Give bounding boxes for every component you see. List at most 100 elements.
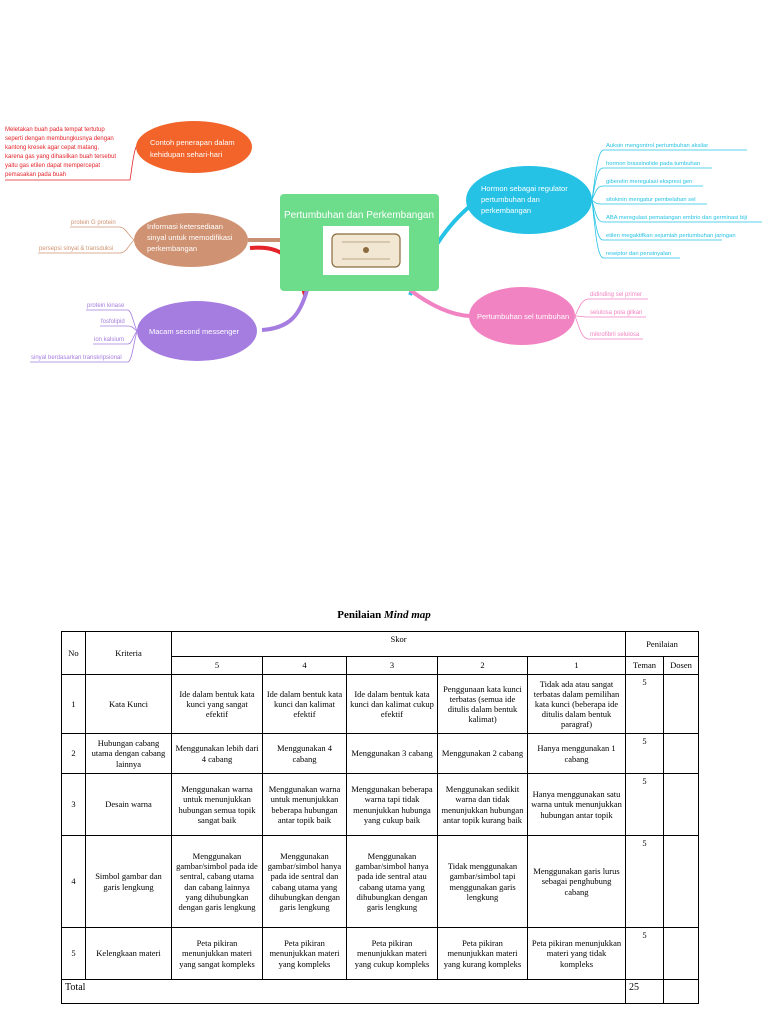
row-cell: Ide dalam bentuk kata kunci yang sangat … — [171, 674, 263, 734]
branch-sel-label: Pertumbuhan sel tumbuhan — [477, 312, 569, 321]
row-cell: Menggunakan warna untuk menunjukkan hubu… — [171, 773, 263, 836]
row-cell: Peta pikiran menunjukkan materi yang kur… — [437, 927, 528, 980]
row-cell: Menggunakan sedikit warna dan tidak menu… — [437, 773, 528, 836]
sel-leaf: didinding sel primer — [590, 292, 642, 298]
header-score: 1 — [526, 656, 627, 675]
row-cell: Ide dalam bentuk kata kunci dan kalimat … — [262, 674, 347, 734]
branch-hormon-label: Hormon sebagai regulator pertumbuhan dan… — [481, 184, 570, 215]
hormon-leaf: giberelin meregulasi ekspresi gen — [606, 179, 692, 185]
connector-sel — [408, 288, 471, 318]
row-cell: Peta pikiran menunjukkan materi yang tid… — [526, 927, 627, 980]
row-teman: 5 — [625, 927, 665, 980]
contoh-leaf: Meletakan buah pada tempat tertutup — [5, 127, 105, 133]
branch-contoh-node — [136, 121, 252, 173]
row-cell: Menggunakan gambar/simbol hanya pada ide… — [262, 835, 347, 928]
header-kriteria: Kriteria — [85, 631, 172, 675]
rubric-title-prefix: Penilaian — [337, 609, 382, 621]
branch-informasi-node — [134, 213, 248, 267]
total-value: 25 — [625, 979, 665, 1004]
row-cell: Menggunakan gambar/simbol pada ide sentr… — [171, 835, 263, 928]
hormon-leaf: Auksin mengontrol pertumbuhan aksilar — [606, 143, 708, 149]
row-no: 5 — [61, 927, 86, 980]
hormon-leaf: reseptor dan pensinyalan — [606, 251, 671, 257]
row-cell: Peta pikiran menunjukkan materi yang san… — [171, 927, 263, 980]
row-cell: Peta pikiran menunjukkan materi yang cuk… — [346, 927, 438, 980]
row-cell: Menggunakan gambar/simbol hanya pada ide… — [346, 835, 438, 928]
branch-informasi-label: Informasi ketersediaan sinyal untuk memo… — [147, 222, 235, 253]
contoh-leaf: yaitu gas etilen dapat mempercepat — [5, 163, 100, 169]
header-penilaian: Penilaian — [625, 631, 700, 657]
row-no: 2 — [61, 733, 86, 774]
row-cell: Tidak menggunakan gambar/simbol tapi men… — [437, 835, 528, 928]
row-cell: Menggunakan 3 cabang — [346, 733, 438, 774]
contoh-leaves: Meletakan buah pada tempat tertutup sepe… — [5, 127, 116, 178]
table-row: 1 Kata Kunci Ide dalam bentuk kata kunci… — [61, 674, 700, 734]
mind-map: Pertumbuhan dan Perkembangan Contoh pene… — [5, 121, 762, 363]
messenger-leaf: ion kalsium — [94, 337, 124, 343]
row-kriteria: Kata Kunci — [85, 674, 172, 734]
contoh-leaf: karena gas yang dihasilkan buah tersebut — [5, 154, 116, 160]
hormon-leaf: ABA meregulasi pematangan embrio dan ger… — [606, 215, 747, 221]
hormon-connectors — [591, 149, 762, 259]
row-kriteria: Hubungan cabang utama dengan cabang lain… — [85, 733, 172, 774]
row-cell: Menggunakan garis lurus sebagai penghubu… — [526, 835, 627, 928]
row-teman: 5 — [625, 674, 665, 734]
contoh-leaf: pemasakan pada buah — [5, 172, 66, 178]
rubric-title-emphasis: Mind map — [384, 609, 431, 621]
branch-messenger-node — [137, 301, 257, 361]
row-dosen — [663, 733, 700, 774]
hormon-leaves: Auksin mengontrol pertumbuhan aksilar ho… — [606, 143, 747, 257]
row-dosen — [663, 674, 700, 734]
hormon-leaf: sitokinin mengatur pembelahan sel — [606, 197, 696, 203]
row-cell: Menggunakan lebih dari 4 cabang — [171, 733, 263, 774]
row-cell: Menggunakan beberapa warna tapi tidak me… — [346, 773, 438, 836]
table-row: 2 Hubungan cabang utama dengan cabang la… — [61, 733, 700, 774]
rubric-title: Penilaian Mind map — [0, 609, 768, 621]
header-no: No — [61, 631, 86, 675]
header-score: 4 — [262, 656, 347, 675]
row-teman: 5 — [625, 733, 665, 774]
row-no: 1 — [61, 674, 86, 734]
center-node-label: Pertumbuhan dan Perkembangan — [284, 210, 434, 221]
total-label: Total — [60, 979, 627, 1004]
row-cell: Hanya menggunakan 1 cabang — [526, 733, 627, 774]
header-score: 5 — [171, 656, 263, 675]
row-cell: Menggunakan warna untuk menunjukkan bebe… — [262, 773, 347, 836]
row-cell: Penggunaan kata kunci terbatas (semua id… — [437, 674, 528, 734]
row-kriteria: Kelengkaan materi — [85, 927, 172, 980]
hormon-leaf: hormon brassinolide pada tumbuhan — [606, 161, 700, 167]
row-no: 4 — [61, 835, 86, 928]
row-no: 3 — [61, 773, 86, 836]
row-cell: Ide dalam bentuk kata kunci dan kalimat … — [346, 674, 438, 734]
table-row: 5 Kelengkaan materi Peta pikiran menunju… — [61, 927, 700, 980]
messenger-leaf: fosfolipid — [101, 319, 125, 325]
row-cell: Hanya menggunakan satu warna untuk menun… — [526, 773, 627, 836]
hormon-leaf: etilen megaktifkan sejumlah pertumbuhan … — [606, 233, 736, 239]
row-dosen — [663, 927, 700, 980]
header-score: 2 — [437, 656, 528, 675]
messenger-leaf: protein kinase — [87, 303, 125, 309]
contoh-leaf: seperti dengan membungkusnya dengan — [5, 136, 114, 142]
row-dosen — [663, 773, 700, 836]
table-row: 4 Simbol gambar dan garis lengkung Mengg… — [61, 835, 700, 928]
row-teman: 5 — [625, 835, 665, 928]
header-skor: Skor — [170, 631, 627, 657]
informasi-leaf: protein G protein — [71, 220, 116, 226]
header-dosen: Dosen — [663, 656, 700, 675]
row-dosen — [663, 835, 700, 928]
connector-messenger — [261, 289, 309, 332]
messenger-leaf: sinyal berdasarkan transkripsional — [31, 355, 122, 361]
contoh-leaf: kantong kresek agar cepat matang, — [5, 145, 99, 151]
row-kriteria: Simbol gambar dan garis lengkung — [85, 835, 172, 928]
row-cell: Peta pikiran menunjukkan materi yang kom… — [262, 927, 347, 980]
branch-contoh-label: Contoh penerapan dalam kehidupan sehari-… — [150, 138, 237, 159]
header-teman: Teman — [625, 656, 665, 675]
sel-connectors — [574, 298, 648, 340]
informasi-leaf: persepsi sinyal & transduksi — [39, 246, 113, 252]
table-row: 3 Desain warna Menggunakan warna untuk m… — [61, 773, 700, 836]
row-cell: Tidak ada atau sangat terbatas dalam pem… — [526, 674, 627, 734]
row-teman: 5 — [625, 773, 665, 836]
rubric-table: No Kriteria Skor Penilaian 5 4 3 2 1 Tem… — [60, 631, 700, 1004]
row-cell: Menggunakan 4 cabang — [262, 733, 347, 774]
sel-leaf: mikrofibril selulosa — [590, 332, 640, 338]
